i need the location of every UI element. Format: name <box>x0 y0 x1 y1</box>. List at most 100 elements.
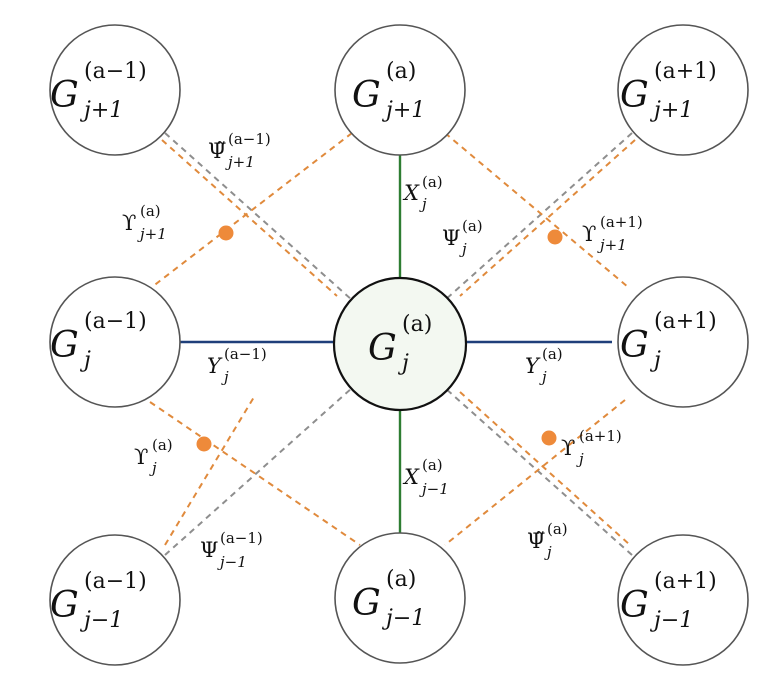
svg-text:(a+1): (a+1) <box>579 427 622 445</box>
edge-gray-bl <box>164 387 353 556</box>
node-label-top-left: G (a−1) j+1 <box>50 59 147 123</box>
svg-text:j−1: j−1 <box>649 608 693 633</box>
svg-text:(a−1): (a−1) <box>228 130 271 148</box>
edge-orange-br-b <box>444 399 626 546</box>
edge-orange-tr-a <box>444 132 629 288</box>
svg-text:ϒ: ϒ <box>561 436 575 460</box>
svg-text:j+1: j+1 <box>381 98 425 123</box>
junction-dot-br <box>541 430 557 446</box>
node-label-top-mid: G (a) j+1 <box>352 59 425 123</box>
svg-text:j+1: j+1 <box>649 98 693 123</box>
svg-text:(a−1): (a−1) <box>220 529 263 547</box>
svg-text:X: X <box>402 181 420 205</box>
svg-text:(a): (a) <box>152 436 173 454</box>
edge-gray-tl <box>164 132 353 301</box>
edge-label-upsilon-br: ϒ (a+1) j <box>561 427 622 468</box>
edge-label-x-bottom: X (a) j−1 <box>402 456 449 498</box>
svg-text:j−1: j−1 <box>217 553 247 571</box>
svg-text:(a): (a) <box>386 567 416 592</box>
svg-text:(a): (a) <box>542 345 563 363</box>
node-label-bottom-right: G (a+1) j−1 <box>620 569 717 633</box>
node-label-bottom-mid: G (a) j−1 <box>352 567 425 631</box>
svg-text:(a−1): (a−1) <box>84 59 147 84</box>
svg-text:(a): (a) <box>547 520 568 538</box>
junction-dot-tl <box>218 225 234 241</box>
edge-gray-br <box>444 387 633 556</box>
node-circle <box>334 532 466 664</box>
svg-text:j−1: j−1 <box>419 480 449 498</box>
edge-label-x-top: X (a) j <box>402 173 443 213</box>
svg-text:j+1: j+1 <box>225 153 255 171</box>
svg-text:j−1: j−1 <box>79 608 123 633</box>
svg-text:G: G <box>620 75 649 116</box>
svg-text:(a+1): (a+1) <box>654 59 717 84</box>
svg-text:(a): (a) <box>402 312 432 337</box>
node-circle <box>334 24 466 156</box>
edge-orange-br-a <box>459 391 631 546</box>
svg-text:G: G <box>352 583 381 624</box>
node-circle <box>617 534 749 666</box>
edge-label-psi-tr: Ψ (a) j <box>442 217 483 258</box>
node-circle <box>617 24 749 156</box>
svg-text:(a−1): (a−1) <box>84 309 147 334</box>
svg-text:(a): (a) <box>140 202 161 220</box>
svg-text:G: G <box>620 325 649 366</box>
svg-text:(a): (a) <box>386 59 416 84</box>
node-circle <box>617 276 749 408</box>
svg-text:Y: Y <box>207 354 223 378</box>
svg-text:(a): (a) <box>462 217 483 235</box>
node-circle <box>49 534 181 666</box>
edge-label-y-right: Y (a) j <box>525 345 563 386</box>
edge-label-upsilon-bl: ϒ (a) j <box>134 436 173 477</box>
svg-text:j: j <box>539 368 547 386</box>
svg-text:j: j <box>149 459 157 477</box>
node-label-mid-right: G (a+1) j <box>620 309 717 373</box>
node-circle <box>49 24 181 156</box>
svg-text:(a+1): (a+1) <box>600 213 643 231</box>
edge-orange-bl-a <box>149 401 361 546</box>
edge-gray-tr <box>444 132 633 301</box>
junction-dot-tr <box>547 229 563 245</box>
node-circle-center <box>332 276 468 412</box>
svg-text:j: j <box>221 368 229 386</box>
svg-text:(a−1): (a−1) <box>84 569 147 594</box>
svg-text:j+1: j+1 <box>79 98 123 123</box>
edge-label-upsilon-tl: ϒ (a) j+1 <box>122 202 167 243</box>
edge-orange-tl-a <box>151 132 353 288</box>
svg-text:G: G <box>620 585 649 626</box>
svg-text:G: G <box>50 75 79 116</box>
svg-text:j: j <box>544 543 552 561</box>
edge-orange-bl-b <box>164 396 255 546</box>
svg-text:(a−1): (a−1) <box>224 345 267 363</box>
node-label-bottom-left: G (a−1) j−1 <box>50 569 147 633</box>
svg-text:(a+1): (a+1) <box>654 309 717 334</box>
svg-text:(a+1): (a+1) <box>654 569 717 594</box>
svg-text:j+1: j+1 <box>137 225 167 243</box>
svg-text:Ψ: Ψ <box>200 538 218 562</box>
edge-label-upsilon-tr: ϒ (a+1) j+1 <box>582 213 643 254</box>
svg-text:X: X <box>402 465 420 489</box>
edge-label-psi-tilde-tl: Ψ̃ (a−1) j+1 <box>208 130 271 171</box>
edge-label-y-left: Y (a−1) j <box>207 345 267 386</box>
svg-text:j: j <box>576 450 584 468</box>
svg-text:(a): (a) <box>422 173 443 191</box>
svg-text:j: j <box>419 195 427 213</box>
svg-text:G: G <box>50 325 79 366</box>
svg-text:Ψ: Ψ <box>442 226 460 250</box>
node-circle <box>49 276 181 408</box>
svg-text:G: G <box>352 75 381 116</box>
svg-text:ϒ: ϒ <box>582 222 596 246</box>
svg-text:Ψ̃: Ψ̃ <box>208 139 226 163</box>
svg-text:(a): (a) <box>422 456 443 474</box>
edge-label-psi-tilde-br: Ψ̃ (a) j <box>527 520 568 561</box>
svg-text:G: G <box>50 585 79 626</box>
svg-text:j: j <box>459 240 467 258</box>
edge-label-psi-bl: Ψ (a−1) j−1 <box>200 529 263 571</box>
junction-dot-bl <box>196 436 212 452</box>
svg-text:j−1: j−1 <box>381 606 425 631</box>
svg-text:G: G <box>368 328 397 369</box>
svg-text:ϒ: ϒ <box>122 211 136 235</box>
svg-text:ϒ: ϒ <box>134 445 148 469</box>
svg-text:Y: Y <box>525 354 541 378</box>
